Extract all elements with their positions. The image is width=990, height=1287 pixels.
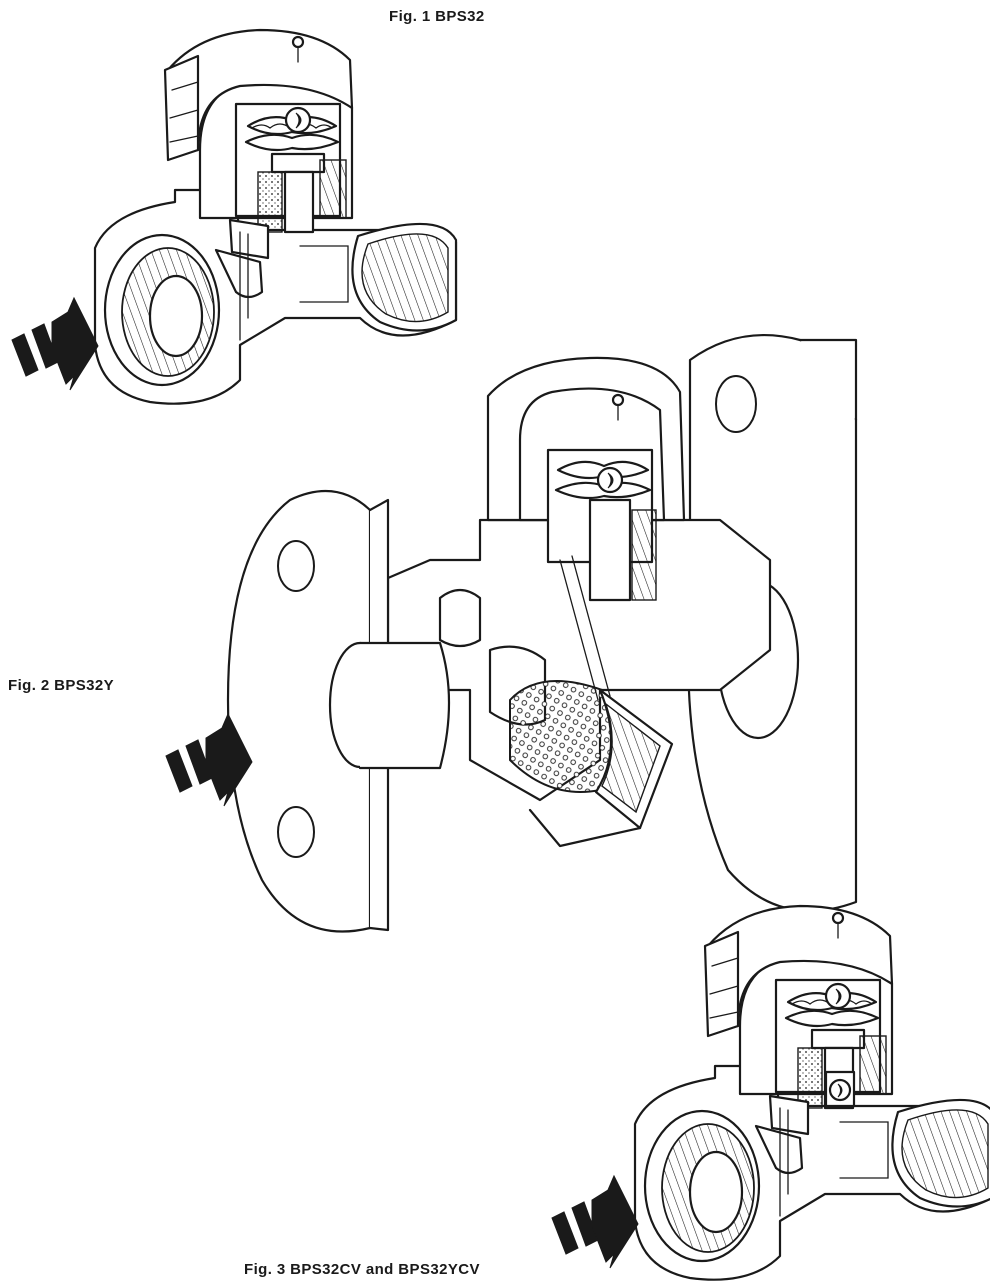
flow-arrow-icon [551,1175,639,1269]
flow-arrow-icon [11,297,99,391]
fig-3-caption: Fig. 3 BPS32CV and BPS32YCV [244,1261,480,1278]
fig-3-steam-trap-diagram [633,904,990,1281]
fig-1-steam-trap-diagram [93,28,458,405]
fig-1-caption: Fig. 1 BPS32 [389,8,485,25]
fig-2-steam-trap-diagram [226,334,858,933]
fig-2-caption: Fig. 2 BPS32Y [8,677,115,694]
